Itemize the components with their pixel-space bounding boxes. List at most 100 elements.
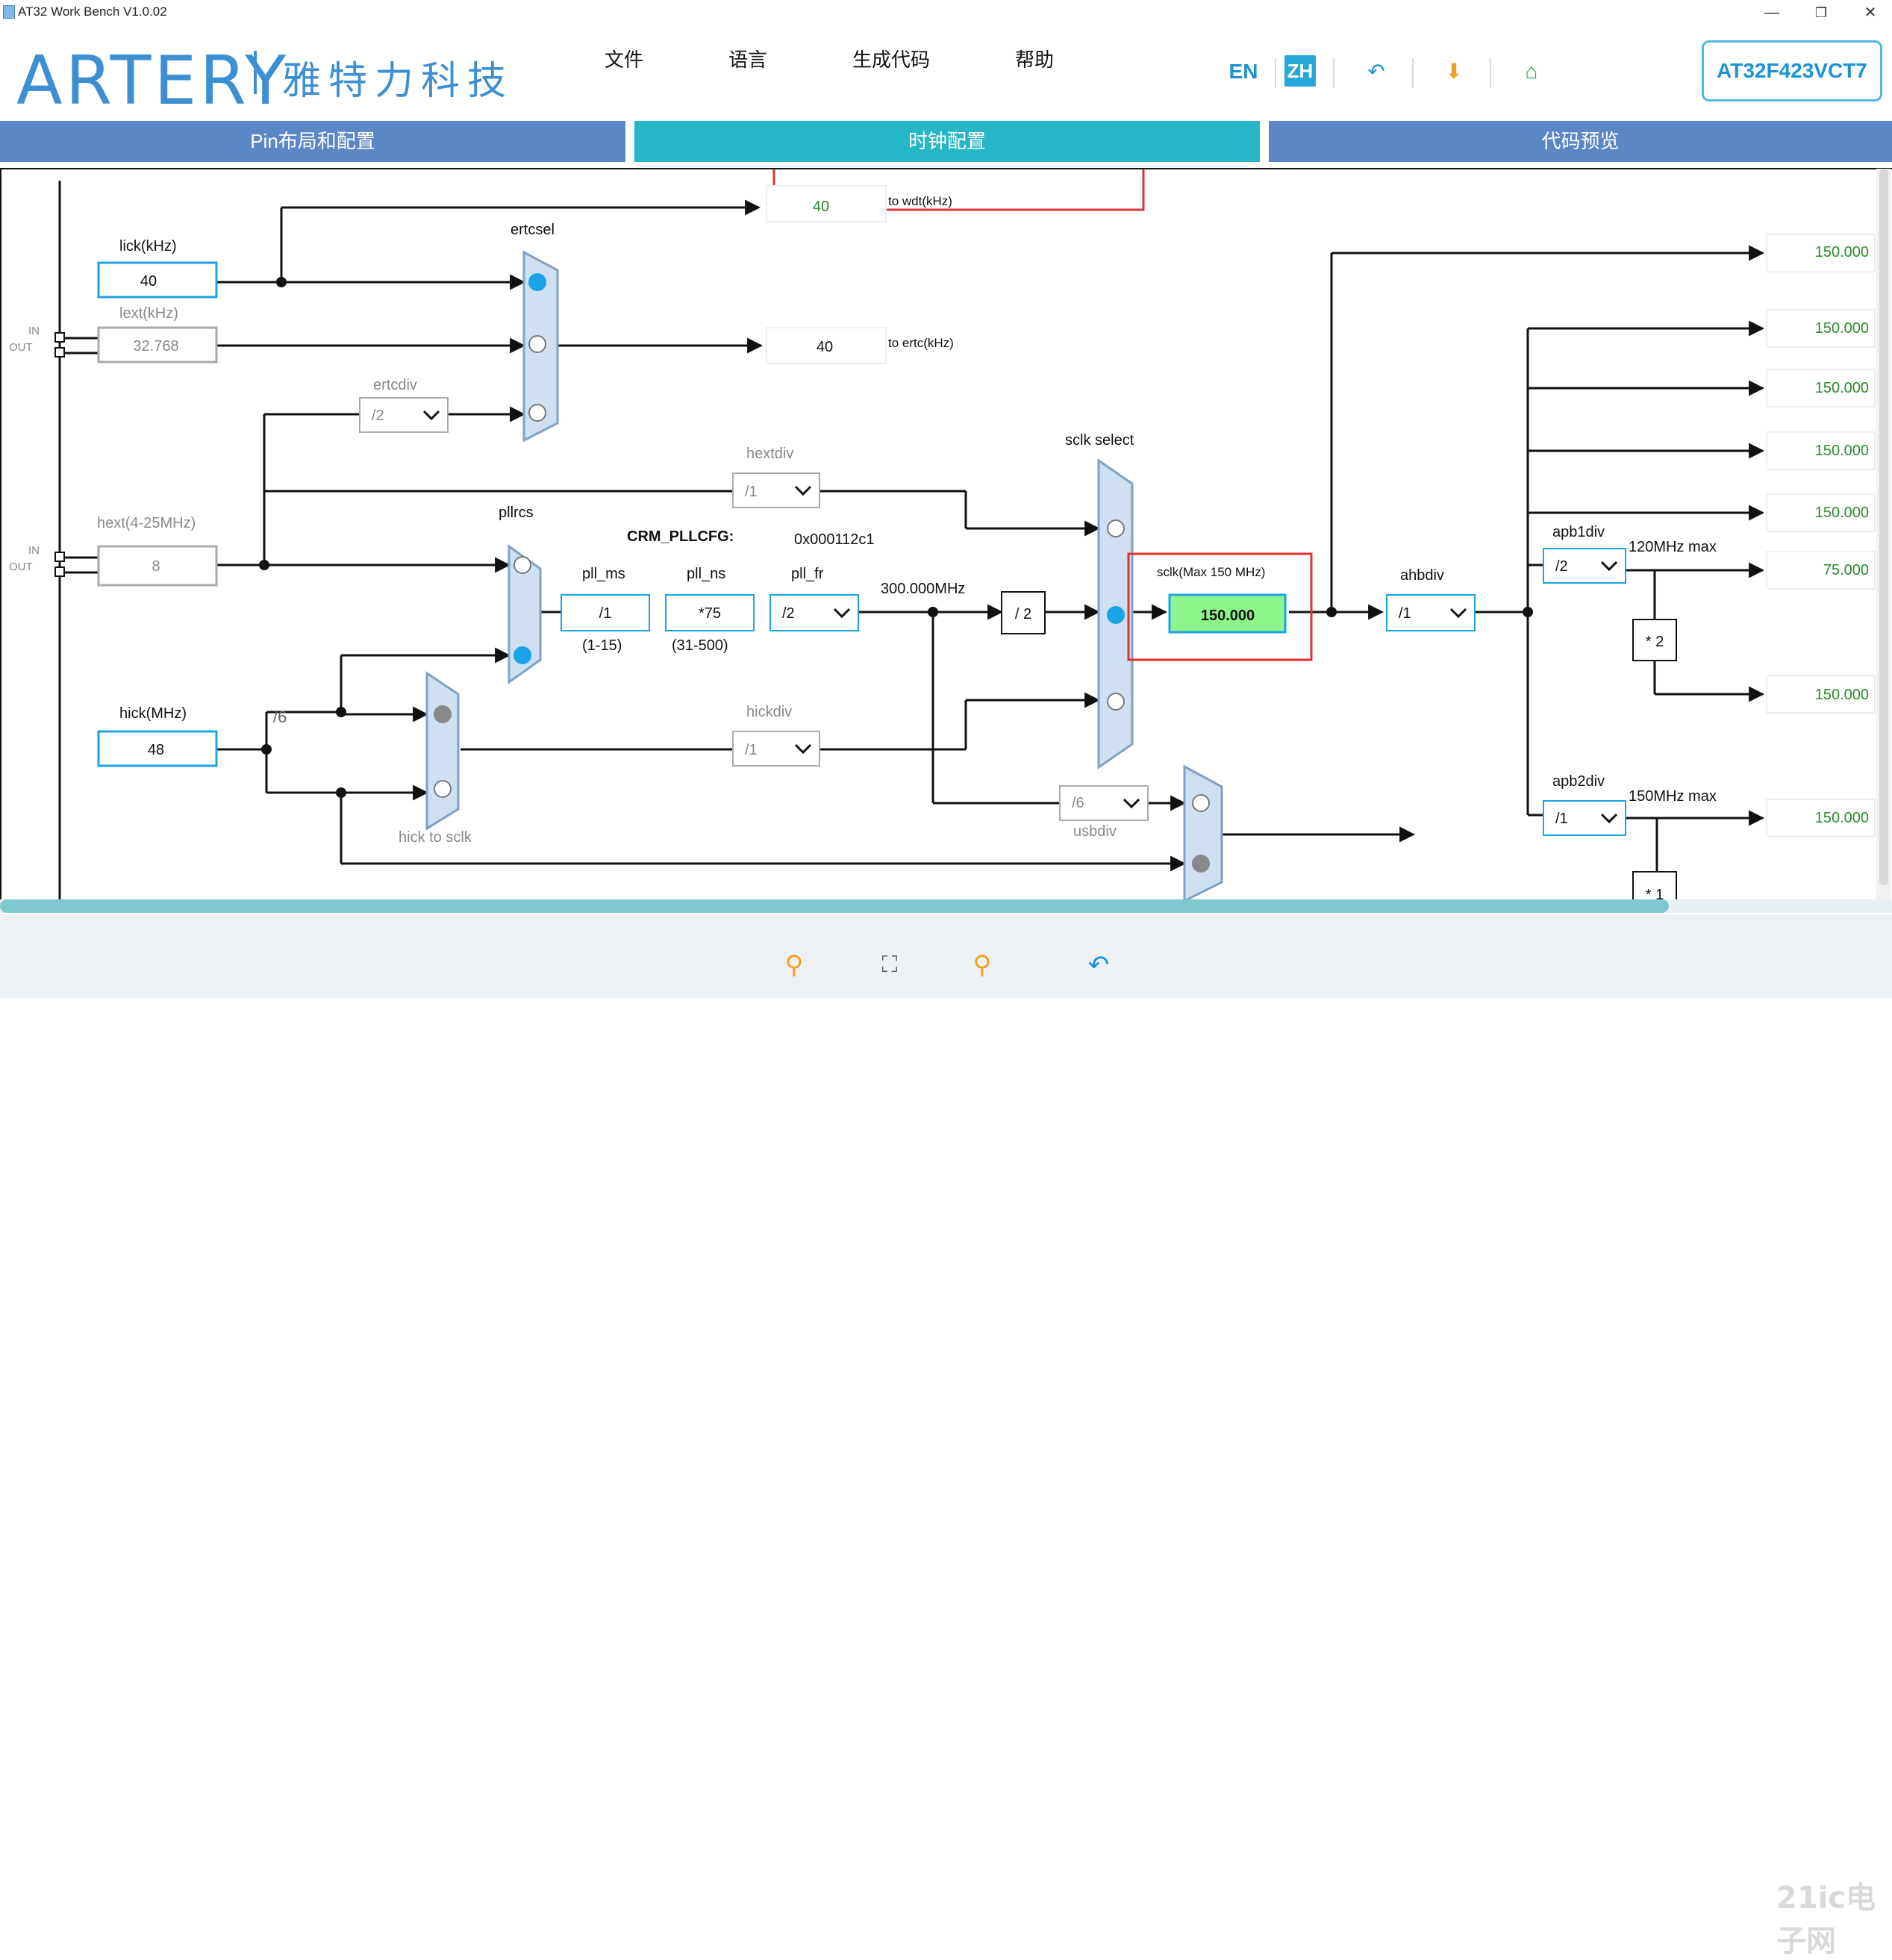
reset-view-icon[interactable]: ↶ bbox=[1087, 951, 1110, 979]
ertcsel-option-hext[interactable] bbox=[528, 404, 546, 422]
highlight-box-sclk bbox=[1127, 552, 1313, 661]
apb1div-label: apb1div bbox=[1552, 524, 1605, 540]
output-value: 150.000 bbox=[1815, 810, 1869, 826]
download-icon[interactable]: ⬇ bbox=[1445, 60, 1463, 83]
hextdiv-value: /1 bbox=[745, 484, 758, 500]
usb-option-pll[interactable] bbox=[1192, 794, 1210, 812]
sclk-label: sclk(Max 150 MHz) bbox=[1157, 565, 1265, 579]
output-value: 150.000 bbox=[1815, 244, 1869, 260]
company-name: 雅特力科技 bbox=[282, 59, 514, 104]
sclk-value: 150.000 bbox=[1201, 608, 1255, 624]
hextdiv-select[interactable] bbox=[732, 472, 820, 508]
horizontal-scrollbar[interactable] bbox=[0, 899, 1892, 913]
toolbar-separator bbox=[1412, 58, 1414, 88]
usbdiv-value: /6 bbox=[1072, 795, 1084, 811]
sclk-option-hick[interactable] bbox=[1107, 693, 1125, 711]
usb-mux bbox=[1183, 764, 1223, 903]
app-icon bbox=[3, 5, 15, 19]
zoom-out-icon[interactable]: ⚲ bbox=[972, 951, 992, 979]
output-value: 150.000 bbox=[1815, 505, 1869, 521]
hick-to-sclk-label: hick to sclk bbox=[399, 829, 472, 846]
pllrcs-label: pllrcs bbox=[499, 505, 534, 521]
menu-file[interactable]: 文件 bbox=[605, 49, 644, 71]
footer-toolbar: ⚲ ⛶ ⚲ ↶ 21ic电子网 bbox=[0, 914, 1892, 1959]
clock-tree-canvas: lick(kHz) 40 lext(kHz) 32.768 IN OUT IN … bbox=[0, 114, 1892, 906]
home-icon[interactable]: ⌂ bbox=[1525, 60, 1538, 83]
pllrcs-option-hick[interactable] bbox=[513, 646, 531, 664]
minimize-button[interactable]: — bbox=[1764, 4, 1779, 21]
ertcsel-label: ertcsel bbox=[511, 222, 555, 238]
pll-ns-value: *75 bbox=[699, 605, 721, 622]
apb2div-label: apb2div bbox=[1552, 773, 1605, 790]
lang-zh-button[interactable]: ZH bbox=[1284, 55, 1316, 87]
menu-help[interactable]: 帮助 bbox=[1015, 49, 1055, 71]
hickdiv-select[interactable] bbox=[732, 731, 820, 767]
output-value: 150.000 bbox=[1815, 443, 1869, 459]
pllcfg-label: CRM_PLLCFG: bbox=[627, 528, 734, 545]
horizontal-scroll-thumb[interactable] bbox=[0, 899, 1669, 913]
zoom-in-icon[interactable]: ⚲ bbox=[784, 951, 804, 979]
lang-en-button[interactable]: EN bbox=[1228, 60, 1258, 83]
ertcdiv-label: ertcdiv bbox=[373, 377, 417, 393]
wdt-value: 40 bbox=[813, 199, 829, 215]
toolbar-separator bbox=[1490, 58, 1491, 88]
undo-icon[interactable]: ↶ bbox=[1367, 60, 1385, 83]
tab-clock-config[interactable]: 时钟配置 bbox=[634, 121, 1260, 162]
vertical-scrollbar[interactable] bbox=[1876, 169, 1891, 904]
ertcdiv-select[interactable] bbox=[359, 397, 449, 433]
menu-language[interactable]: 语言 bbox=[728, 49, 768, 71]
out-label: OUT bbox=[9, 561, 33, 573]
hext-label: hext(4-25MHz) bbox=[97, 515, 196, 531]
hick-value: 48 bbox=[148, 742, 164, 758]
pll-ns-label: pll_ns bbox=[687, 566, 725, 582]
window-title: AT32 Work Bench V1.0.02 bbox=[18, 4, 167, 19]
ahbdiv-select[interactable] bbox=[1386, 594, 1476, 631]
usbdiv-label: usbdiv bbox=[1073, 823, 1117, 840]
output-value: 150.000 bbox=[1815, 687, 1869, 703]
tab-code-preview[interactable]: 代码预览 bbox=[1269, 121, 1892, 162]
chip-select-button[interactable]: AT32F423VCT7 bbox=[1702, 40, 1882, 102]
hick-sclk-option-div6[interactable] bbox=[434, 705, 452, 723]
wdt-label: to wdt(kHz) bbox=[888, 194, 952, 208]
ahbdiv-value: /1 bbox=[1399, 605, 1411, 622]
ertcsel-option-lext[interactable] bbox=[528, 335, 546, 353]
pll-ms-label: pll_ms bbox=[582, 566, 625, 582]
pll-fr-value: /2 bbox=[782, 605, 795, 622]
hickdiv-label: hickdiv bbox=[746, 704, 792, 720]
apb2div-value: /1 bbox=[1555, 811, 1568, 827]
window-titlebar: AT32 Work Bench V1.0.02 — ❐ ✕ bbox=[0, 0, 1892, 26]
hext-value: 8 bbox=[152, 558, 160, 575]
pll-ms-input[interactable] bbox=[561, 594, 650, 631]
usbdiv-select[interactable] bbox=[1059, 785, 1149, 821]
hextdiv-label: hextdiv bbox=[746, 446, 793, 462]
ahbdiv-label: ahbdiv bbox=[1400, 567, 1444, 584]
tab-pin-layout[interactable]: Pin布局和配置 bbox=[0, 121, 625, 162]
lext-input[interactable] bbox=[97, 326, 218, 363]
sclk-option-hext[interactable] bbox=[1107, 519, 1125, 537]
watermark: 21ic电子网 bbox=[1776, 1881, 1876, 1959]
hick-input[interactable] bbox=[97, 730, 218, 767]
lick-label: lick(kHz) bbox=[119, 238, 177, 255]
pll-ms-value: /1 bbox=[599, 605, 612, 622]
hext-input[interactable] bbox=[97, 545, 218, 587]
pll-output-freq: 300.000MHz bbox=[881, 581, 965, 597]
sclk-option-pll[interactable] bbox=[1107, 606, 1125, 624]
lick-value: 40 bbox=[140, 273, 157, 290]
vertical-scroll-thumb[interactable] bbox=[1879, 169, 1888, 885]
close-button[interactable]: ✕ bbox=[1864, 4, 1877, 21]
pllrcs-option-hext[interactable] bbox=[513, 556, 531, 574]
lick-input[interactable] bbox=[97, 261, 218, 299]
hick-sclk-option-48[interactable] bbox=[434, 780, 452, 798]
apb1-max-label: 120MHz max bbox=[1629, 539, 1717, 555]
lext-label: lext(kHz) bbox=[119, 305, 178, 322]
usb-option-hick[interactable] bbox=[1192, 855, 1210, 873]
mul2-box bbox=[1632, 619, 1677, 661]
pll-ns-input[interactable] bbox=[665, 594, 755, 631]
fit-screen-icon[interactable]: ⛶ bbox=[881, 952, 898, 977]
restore-button[interactable]: ❐ bbox=[1814, 5, 1828, 20]
pll-fr-select[interactable] bbox=[769, 594, 859, 631]
pll-ns-range: (31-500) bbox=[672, 637, 728, 654]
ertcsel-option-lick[interactable] bbox=[528, 273, 546, 291]
clock-tree-diagram: lick(kHz) 40 lext(kHz) 32.768 IN OUT IN … bbox=[9, 114, 1876, 906]
menu-generate-code[interactable]: 生成代码 bbox=[852, 49, 931, 71]
